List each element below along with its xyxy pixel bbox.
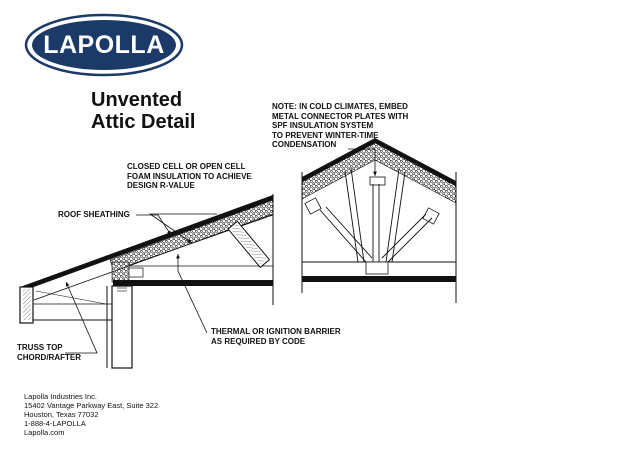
address-phone: 1-888-4-LAPOLLA	[24, 419, 86, 428]
leader-lines	[65, 148, 377, 354]
leader-truss	[65, 281, 98, 354]
eave-section	[19, 194, 274, 369]
truss-web-right	[381, 213, 433, 263]
company-address: Lapolla Industries Inc. 15402 Vantage Pa…	[24, 392, 158, 437]
truss-web-left	[319, 206, 373, 263]
truss-plate-bottom	[365, 261, 389, 275]
rafter-vent-detail	[227, 220, 271, 269]
leader-sheathing	[136, 214, 172, 236]
note-truss-chord: TRUSS TOP CHORD/RAFTER	[17, 343, 81, 362]
address-website[interactable]: Lapolla.com	[24, 428, 65, 437]
foam-top-plate	[111, 261, 130, 283]
ridge-section	[301, 138, 457, 303]
truss-plate-left	[128, 267, 144, 278]
roof-sheathing-right	[302, 138, 456, 186]
page-title: Unvented Attic Detail	[91, 89, 195, 133]
note-cold-climate: NOTE: IN COLD CLIMATES, EMBED METAL CONN…	[272, 102, 409, 149]
exterior-wall	[111, 285, 133, 369]
note-thermal-barrier: THERMAL OR IGNITION BARRIER AS REQUIRED …	[211, 327, 341, 346]
address-company: Lapolla Industries Inc.	[24, 392, 97, 401]
note-foam-insulation: CLOSED CELL OR OPEN CELL FOAM INSULATION…	[127, 162, 252, 190]
note-roof-sheathing: ROOF SHEATHING	[58, 210, 130, 219]
leader-foam	[148, 213, 217, 244]
logo-text: LAPOLLA	[43, 30, 165, 59]
truss-king-post	[372, 184, 380, 262]
ceiling-bottom-chord	[113, 280, 273, 286]
title-line-1: Unvented	[91, 89, 183, 111]
ceiling-right	[302, 276, 456, 282]
logo-oval	[24, 13, 184, 77]
roof-sheathing-left	[20, 195, 273, 292]
leader-barrier	[176, 254, 208, 334]
address-city: Houston, Texas 77032	[24, 410, 99, 419]
address-street: 15402 Vantage Parkway East, Suite 322	[24, 401, 159, 410]
ridge-connector-plate	[369, 176, 386, 186]
leader-cold-climate	[348, 148, 377, 176]
lapolla-logo: LAPOLLA	[24, 13, 184, 77]
title-line-2: Attic Detail	[91, 111, 196, 133]
